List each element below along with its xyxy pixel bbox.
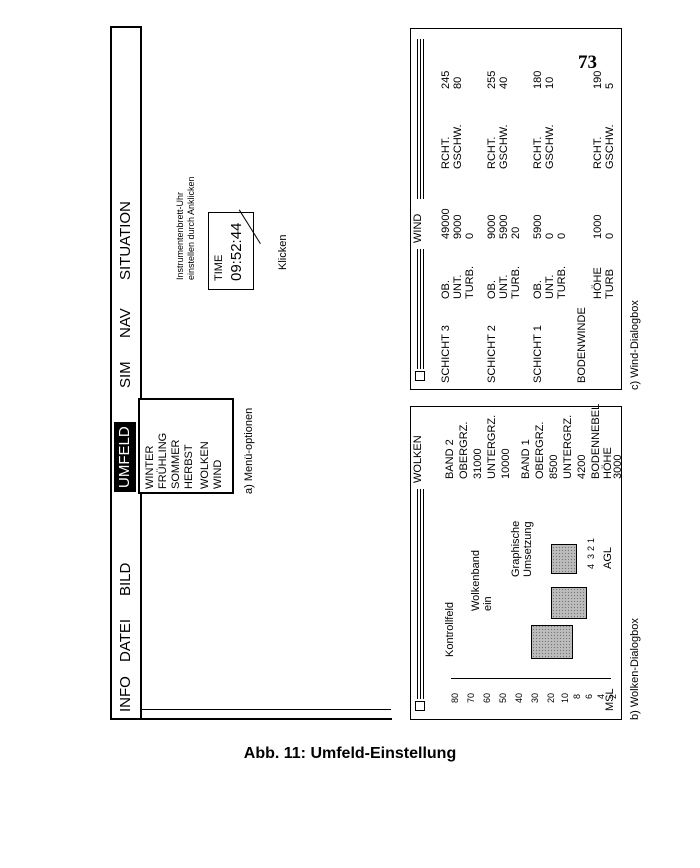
wolken-dialog: WOLKEN 80 70 60 50 40 30 20 10 8 6 4 2 M… bbox=[410, 403, 624, 720]
annot-umsetzung: Umsetzung bbox=[522, 521, 534, 577]
schicht3-label: SCHICHT 3 bbox=[440, 325, 452, 383]
cloud-band-2-bar bbox=[531, 625, 573, 659]
clock-value: 09:52:44 bbox=[228, 222, 245, 281]
msl-label: MSL bbox=[604, 688, 616, 711]
annot-ein: ein bbox=[482, 596, 494, 611]
annot-wolkenband: Wolkenband bbox=[470, 550, 482, 611]
menu-item-bild[interactable]: BILD bbox=[117, 562, 134, 596]
menu-item-situation[interactable]: SITUATION bbox=[117, 201, 134, 280]
label-a: a) Menü-optionen bbox=[243, 407, 255, 494]
bodennebel-label: BODENNEBEL bbox=[590, 403, 602, 479]
clock-label: TIME bbox=[213, 254, 225, 281]
schicht1-label: SCHICHT 1 bbox=[532, 325, 544, 383]
bodenwinde-label: BODENWINDE bbox=[576, 307, 588, 383]
dropdown-sommer[interactable]: SOMMER bbox=[170, 439, 182, 490]
label-b: b) Wolken-Dialogbox bbox=[629, 618, 641, 720]
fog-bar bbox=[551, 544, 577, 574]
band1-label: BAND 1 bbox=[520, 439, 532, 479]
menu-item-nav[interactable]: NAV bbox=[117, 308, 134, 338]
schicht2-label: SCHICHT 2 bbox=[486, 325, 498, 383]
label-c: c) Wind-Dialogbox bbox=[629, 300, 641, 390]
dropdown-fruehling[interactable]: FRÜHLING bbox=[157, 432, 169, 489]
wind-title: WIND bbox=[412, 209, 424, 247]
wind-close-box[interactable] bbox=[415, 371, 425, 381]
wolken-title: WOLKEN bbox=[412, 431, 424, 487]
cloud-band-1-bar bbox=[551, 587, 587, 619]
screen-inner-frame bbox=[140, 29, 391, 710]
menu-item-datei[interactable]: DATEI bbox=[117, 618, 134, 662]
click-label: Klicken bbox=[277, 234, 289, 270]
agl-label: AGL bbox=[602, 546, 614, 569]
annot-kontrollfeld: Kontrollfeld bbox=[444, 601, 456, 657]
dropdown-winter[interactable]: WINTER bbox=[144, 445, 156, 489]
figure: INFO DATEI BILD UMFELD SIM NAV SITUATION… bbox=[110, 0, 641, 720]
figure-caption: Abb. 11: Umfeld-Einstellung bbox=[243, 745, 457, 762]
clock-hint-2: einstellen durch Anklicken bbox=[186, 176, 196, 280]
wolken-close-box[interactable] bbox=[415, 701, 425, 711]
page-number: 73 bbox=[578, 52, 597, 73]
menu-item-info[interactable]: INFO bbox=[117, 676, 134, 712]
dropdown-herbst[interactable]: HERBST bbox=[183, 444, 195, 489]
wind-dialog: WIND SCHICHT 3 OB. UNT. TURB. 49000 9000… bbox=[410, 28, 622, 390]
menu-item-sim[interactable]: SIM bbox=[117, 361, 134, 388]
clock-hint-1: Instrumentenbrett-Uhr bbox=[175, 191, 185, 280]
dropdown-wolken[interactable]: WOLKEN bbox=[199, 441, 211, 489]
dropdown-wind[interactable]: WIND bbox=[212, 459, 224, 489]
annot-graphische: Graphische bbox=[510, 520, 522, 577]
band2-label: BAND 2 bbox=[444, 439, 456, 479]
menu-item-umfeld[interactable]: UMFELD bbox=[114, 422, 136, 492]
menu-bar: INFO DATEI BILD UMFELD SIM NAV SITUATION bbox=[110, 26, 142, 720]
umfeld-dropdown: WINTER FRÜHLING SOMMER HERBST WOLKEN WIN… bbox=[138, 398, 234, 494]
